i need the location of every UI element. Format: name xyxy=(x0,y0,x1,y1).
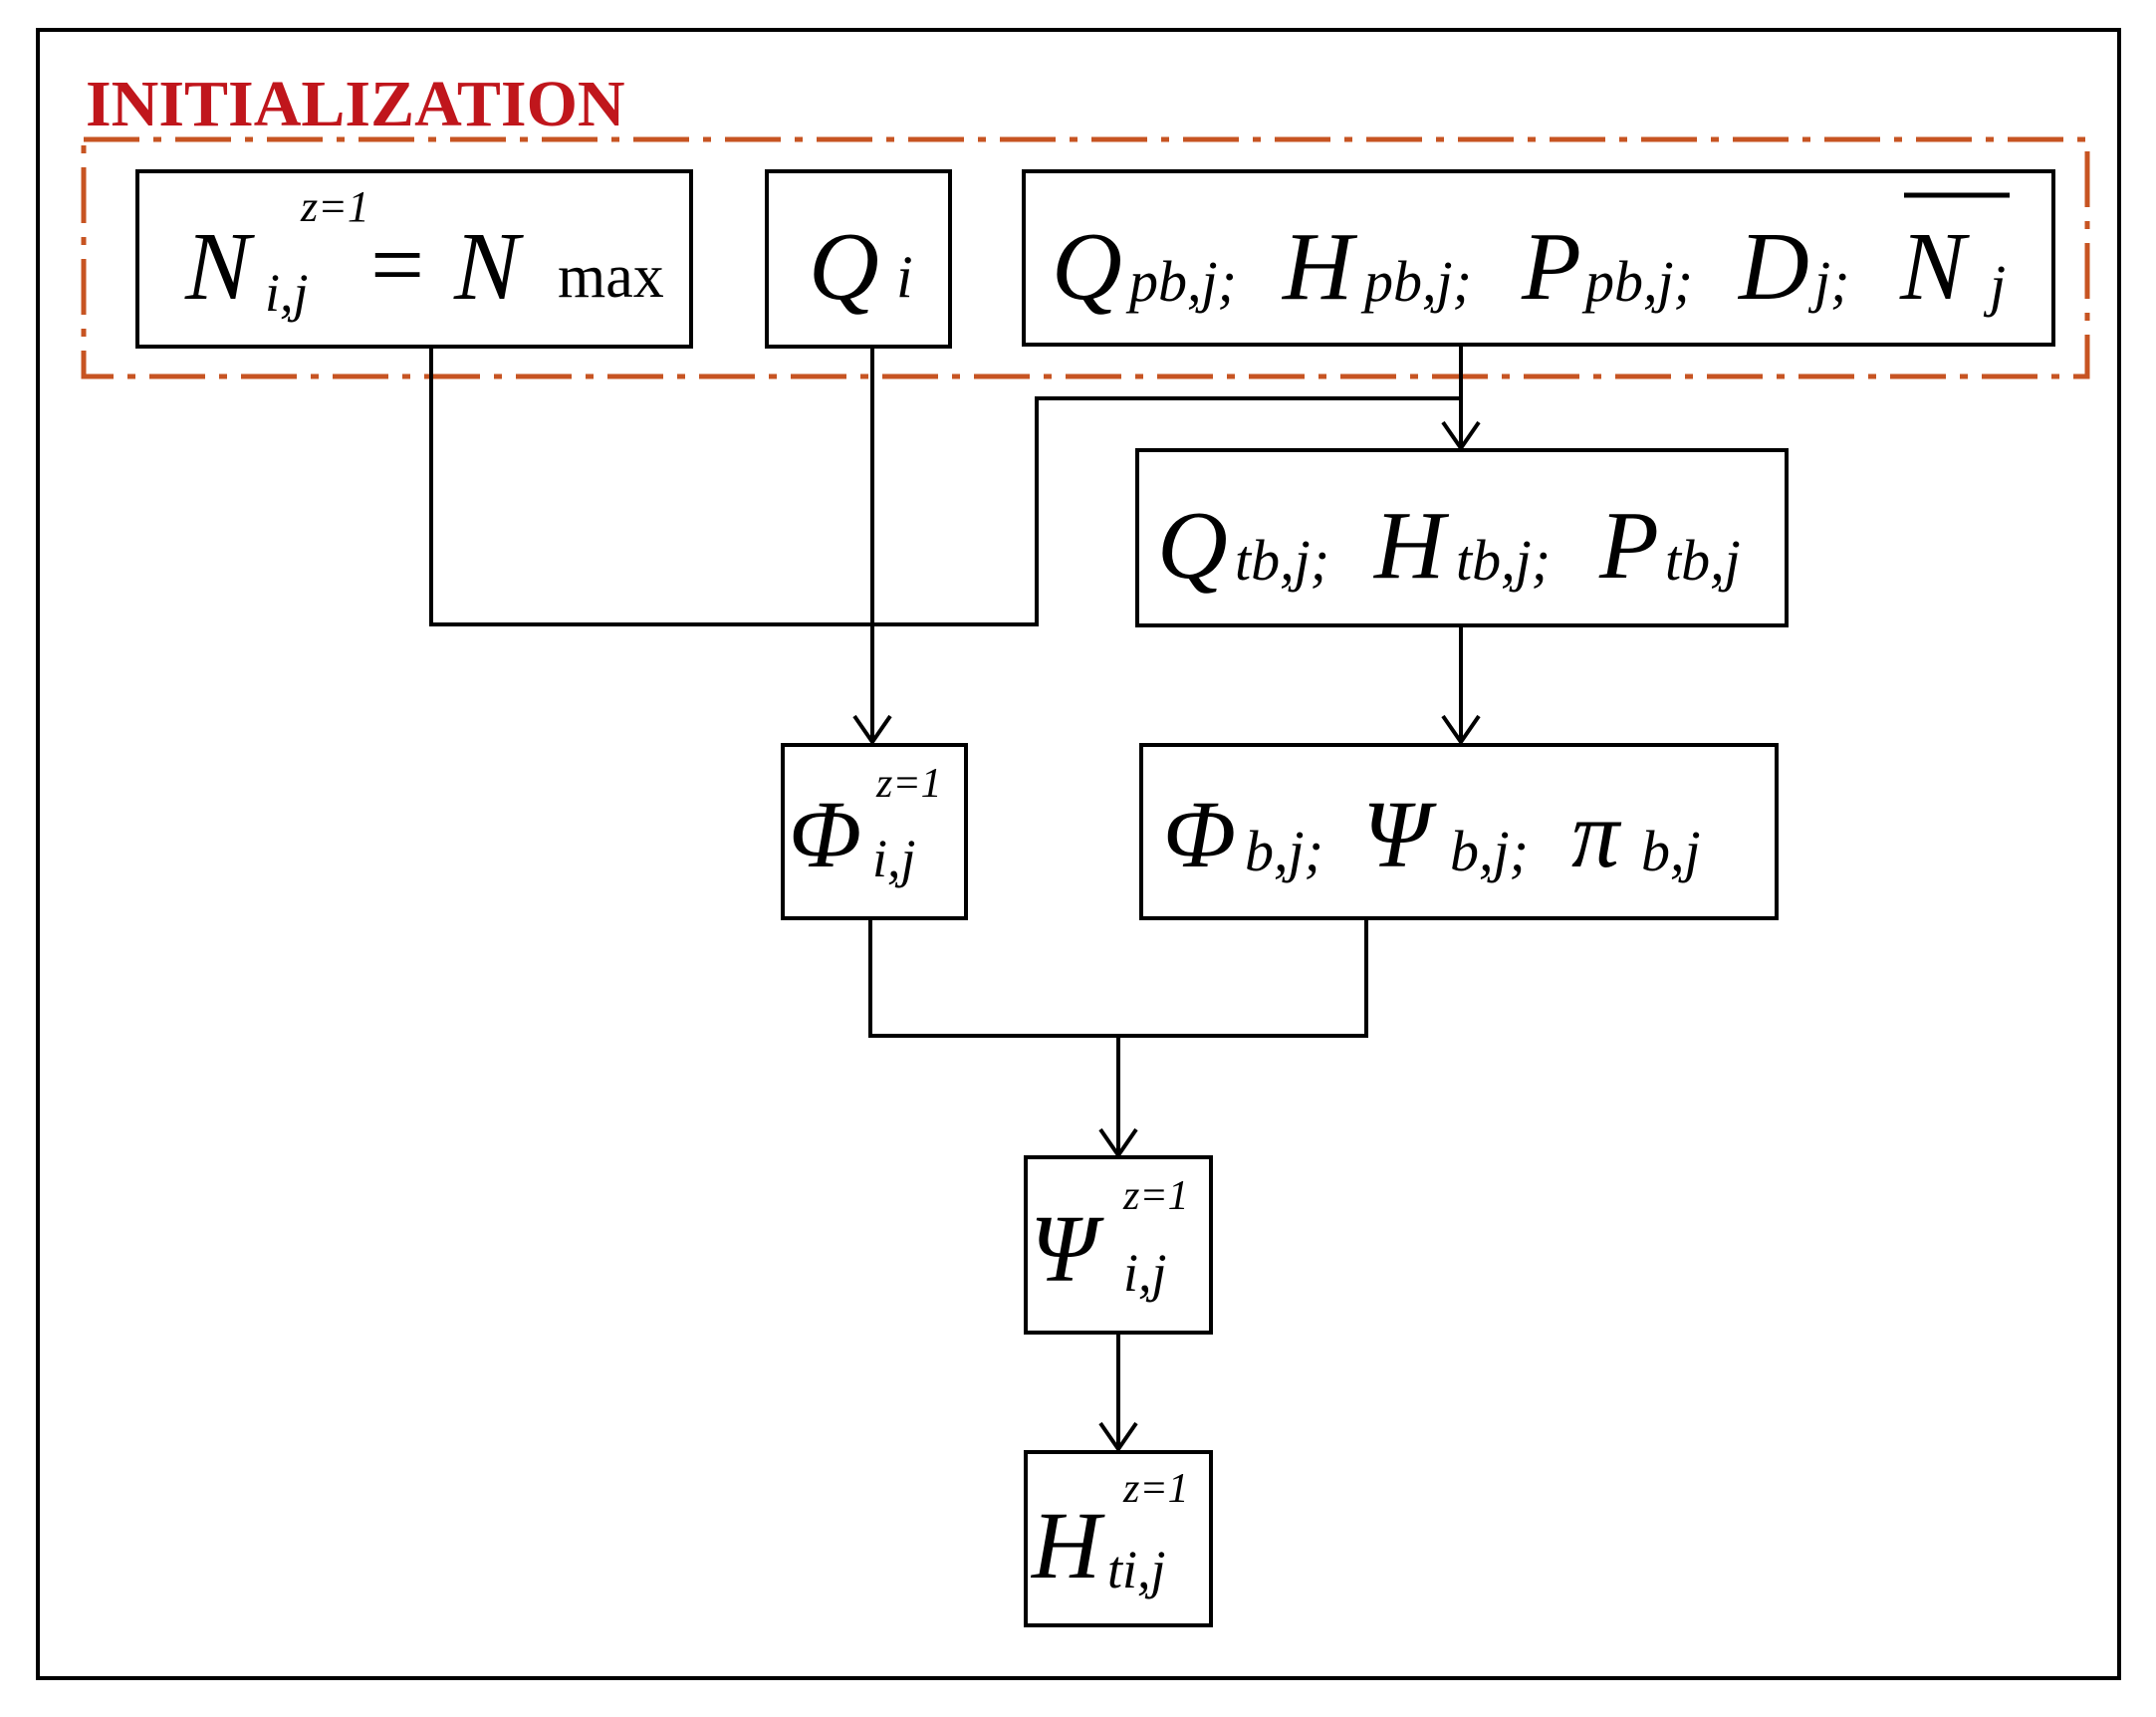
equals-sign: = xyxy=(370,211,424,318)
psib-subscript: b,j; xyxy=(1450,819,1529,883)
n-superscript: z=1 xyxy=(300,182,369,231)
outer-frame xyxy=(36,28,2121,1680)
ptb-symbol: P xyxy=(1598,492,1659,600)
hpb-symbol: H xyxy=(1281,213,1358,321)
q-subscript: i xyxy=(896,244,913,310)
nmax-symbol: N xyxy=(453,213,524,321)
hpb-subscript: pb,j; xyxy=(1360,249,1472,314)
connector-n-to-merge xyxy=(429,347,1461,626)
phi-superscript: z=1 xyxy=(875,761,942,807)
ptb-subscript: tb,j xyxy=(1665,528,1741,593)
box-q-i: Q i xyxy=(765,169,952,349)
psi-subscript: i,j xyxy=(1123,1243,1167,1303)
hti-subscript: ti,j xyxy=(1107,1540,1166,1599)
d-subscript: j; xyxy=(1807,249,1849,314)
connector-phi-b-merge xyxy=(868,918,1368,1038)
phib-subscript: b,j; xyxy=(1245,819,1323,883)
qpb-symbol: Q xyxy=(1052,213,1122,321)
box-tb-parameters: Q tb,j; H tb,j; P tb,j xyxy=(1135,448,1789,627)
q-symbol: Q xyxy=(809,213,879,321)
phi-subscript: i,j xyxy=(872,829,916,888)
d-symbol: D xyxy=(1737,213,1809,321)
psi-symbol: Ψ xyxy=(1030,1195,1104,1302)
connectors xyxy=(429,345,1481,1453)
psi-superscript: z=1 xyxy=(1122,1173,1189,1219)
phib-symbol: Φ xyxy=(1163,781,1236,887)
n-symbol: N xyxy=(184,213,255,321)
pib-symbol: π xyxy=(1571,781,1622,887)
nbar-symbol: N xyxy=(1899,213,1970,321)
hti-superscript: z=1 xyxy=(1122,1466,1189,1512)
box-b-parameters: Φ b,j; Ψ b,j; π b,j xyxy=(1139,743,1779,920)
htb-subscript: tb,j; xyxy=(1456,528,1551,593)
ppb-symbol: P xyxy=(1521,213,1581,321)
phi-symbol: Φ xyxy=(789,781,861,887)
ppb-subscript: pb,j; xyxy=(1581,249,1693,314)
initialization-region xyxy=(81,136,2090,379)
psib-symbol: Ψ xyxy=(1362,781,1437,887)
qtb-symbol: Q xyxy=(1157,492,1228,600)
box-n-initial: N z=1 i,j = N max xyxy=(135,169,693,349)
hti-symbol: H xyxy=(1030,1492,1105,1598)
box-psi-ij: Ψ z=1 i,j xyxy=(1024,1155,1213,1335)
nmax-subscript: max xyxy=(558,243,664,311)
pib-subscript: b,j xyxy=(1641,819,1701,883)
box-pump-parameters: Q pb,j; H pb,j; P pb,j; D j; N j xyxy=(1022,169,2055,347)
box-h-ti: H z=1 ti,j xyxy=(1024,1450,1213,1627)
box-phi-ij: Φ z=1 i,j xyxy=(781,743,968,920)
n-subscript: i,j xyxy=(265,263,309,323)
qpb-subscript: pb,j; xyxy=(1125,249,1237,314)
htb-symbol: H xyxy=(1372,492,1450,600)
qtb-subscript: tb,j; xyxy=(1235,528,1329,593)
initialization-label: INITIALIZATION xyxy=(86,68,625,140)
